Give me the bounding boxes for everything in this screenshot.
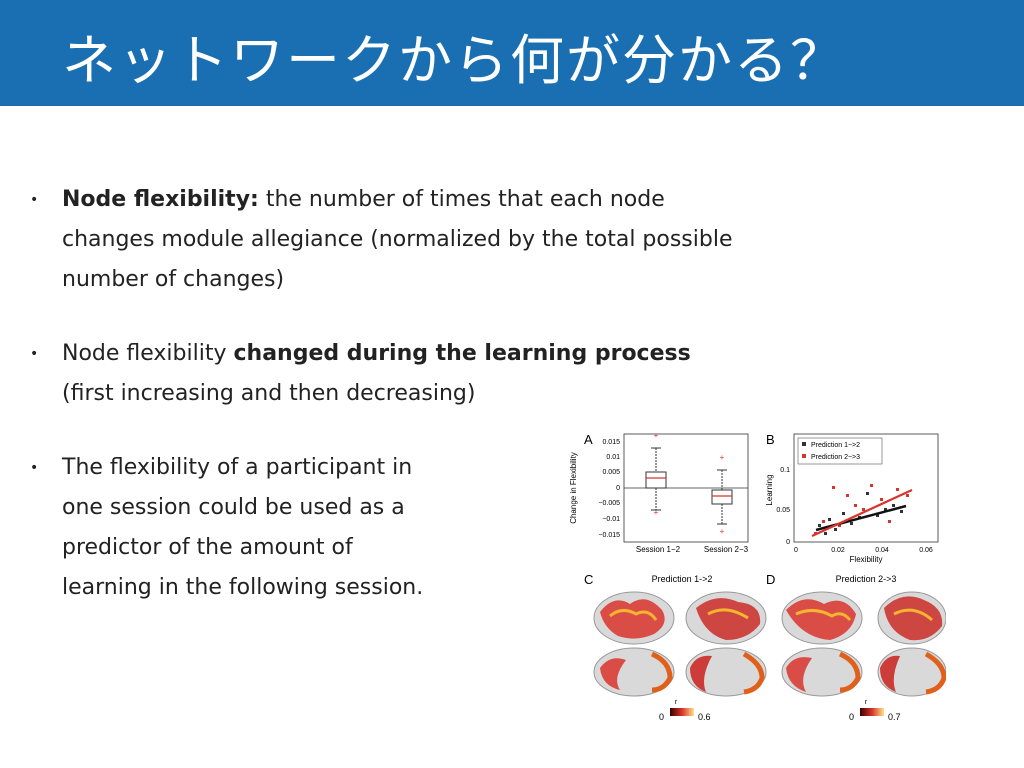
bullet-text: changes module allegiance (normalized by…: [62, 227, 733, 252]
title-bar: ネットワークから何が分かる？: [0, 0, 1024, 106]
panel-b-legend: [797, 437, 883, 465]
bullet-dot: •: [30, 460, 39, 476]
panel-label-a: A: [584, 432, 593, 447]
panel-b-xtick: 0.04: [875, 547, 889, 554]
svg-text:+: +: [654, 431, 659, 440]
panel-b-scatter: Learning 0.1 0.05 0 0 0.02 0.04 0.06 Fle…: [765, 433, 939, 564]
panel-a-ytick: 0: [616, 485, 620, 492]
panel-a-xtick: Session 2−3: [704, 545, 749, 554]
panel-b-xtick: 0: [794, 547, 798, 554]
panel-d-colorbar-min: 0: [849, 712, 854, 722]
bullet-text: one session could be used as a: [62, 495, 405, 520]
panel-a-box-1: [645, 471, 667, 489]
panel-c-colorbar-min: 0: [659, 712, 664, 722]
bullet-bold-term: Node flexibility:: [62, 187, 259, 212]
panel-b-xtick: 0.06: [919, 547, 933, 554]
panel-d-brain-maps: Prediction 2->3 r 0 0.7: [781, 574, 947, 722]
bullet-text: The flexibility of a participant in: [62, 455, 413, 480]
panel-c-colorbar-max: 0.6: [698, 712, 711, 722]
panel-b-legend-item: Prediction 2−>3: [811, 454, 860, 461]
panel-d-title: Prediction 2->3: [836, 574, 897, 584]
panel-a-ytick: −0.015: [598, 532, 620, 539]
panel-a-ytick: 0.015: [602, 439, 620, 446]
panel-b-xtick: 0.02: [831, 547, 845, 554]
panel-c-colorbar-label: r: [675, 699, 678, 706]
panel-b-ytick: 0.05: [776, 507, 790, 514]
bullet-text: (first increasing and then decreasing): [62, 381, 476, 406]
bullet-bold-phrase: changed during the learning process: [233, 341, 691, 366]
panel-d-colorbar-label: r: [865, 699, 868, 706]
panel-label-b: B: [766, 432, 775, 447]
figure-svg: A B C D Change in Flexibility 0.015 0.01…: [569, 431, 947, 722]
panel-a-ytick: −0.005: [598, 500, 620, 507]
panel-label-d: D: [766, 572, 775, 587]
bullet-dot: •: [30, 192, 39, 208]
panel-b-ytick: 0: [786, 539, 790, 546]
panel-b-fit-line-1: [815, 504, 907, 532]
panel-a-boxplot: Change in Flexibility 0.015 0.01 0.005 0…: [569, 431, 749, 554]
bullet-text: learning in the following session.: [62, 575, 424, 600]
bullet-text: predictor of the amount of: [62, 535, 353, 560]
bullet-text: the number of times that each node: [258, 187, 665, 212]
panel-a-ylabel: Change in Flexibility: [569, 452, 578, 524]
panel-a-xtick: Session 1−2: [636, 545, 681, 554]
panel-d-colorbar-max: 0.7: [888, 712, 901, 722]
bullet-text: number of changes): [62, 267, 285, 292]
svg-text:+: +: [720, 453, 725, 462]
panel-a-box-2: [711, 489, 733, 505]
slide-title: ネットワークから何が分かる？: [62, 29, 846, 92]
panel-b-legend-item: Prediction 1−>2: [811, 442, 860, 449]
figure-panels: A B C D Change in Flexibility 0.015 0.01…: [566, 428, 947, 728]
panel-b-ylabel: Learning: [765, 474, 774, 505]
svg-text:+: +: [654, 508, 659, 517]
panel-c-title: Prediction 1->2: [652, 574, 713, 584]
panel-a-ytick: 0.01: [606, 454, 620, 461]
bullet-text: Node flexibility: [62, 341, 234, 366]
panel-a-ytick: −0.01: [602, 516, 620, 523]
panel-c-brain-maps: Prediction 1->2 r 0: [593, 574, 767, 722]
panel-b-xlabel: Flexibility: [850, 555, 883, 564]
panel-d-colorbar: [860, 708, 884, 716]
panel-b-fit-line-2: [811, 489, 913, 537]
bullet-dot: •: [30, 346, 39, 362]
panel-a-ytick: 0.005: [602, 469, 620, 476]
panel-b-ytick: 0.1: [780, 467, 790, 474]
panel-label-c: C: [584, 572, 593, 587]
svg-text:+: +: [720, 527, 725, 536]
panel-c-colorbar: [670, 708, 694, 716]
